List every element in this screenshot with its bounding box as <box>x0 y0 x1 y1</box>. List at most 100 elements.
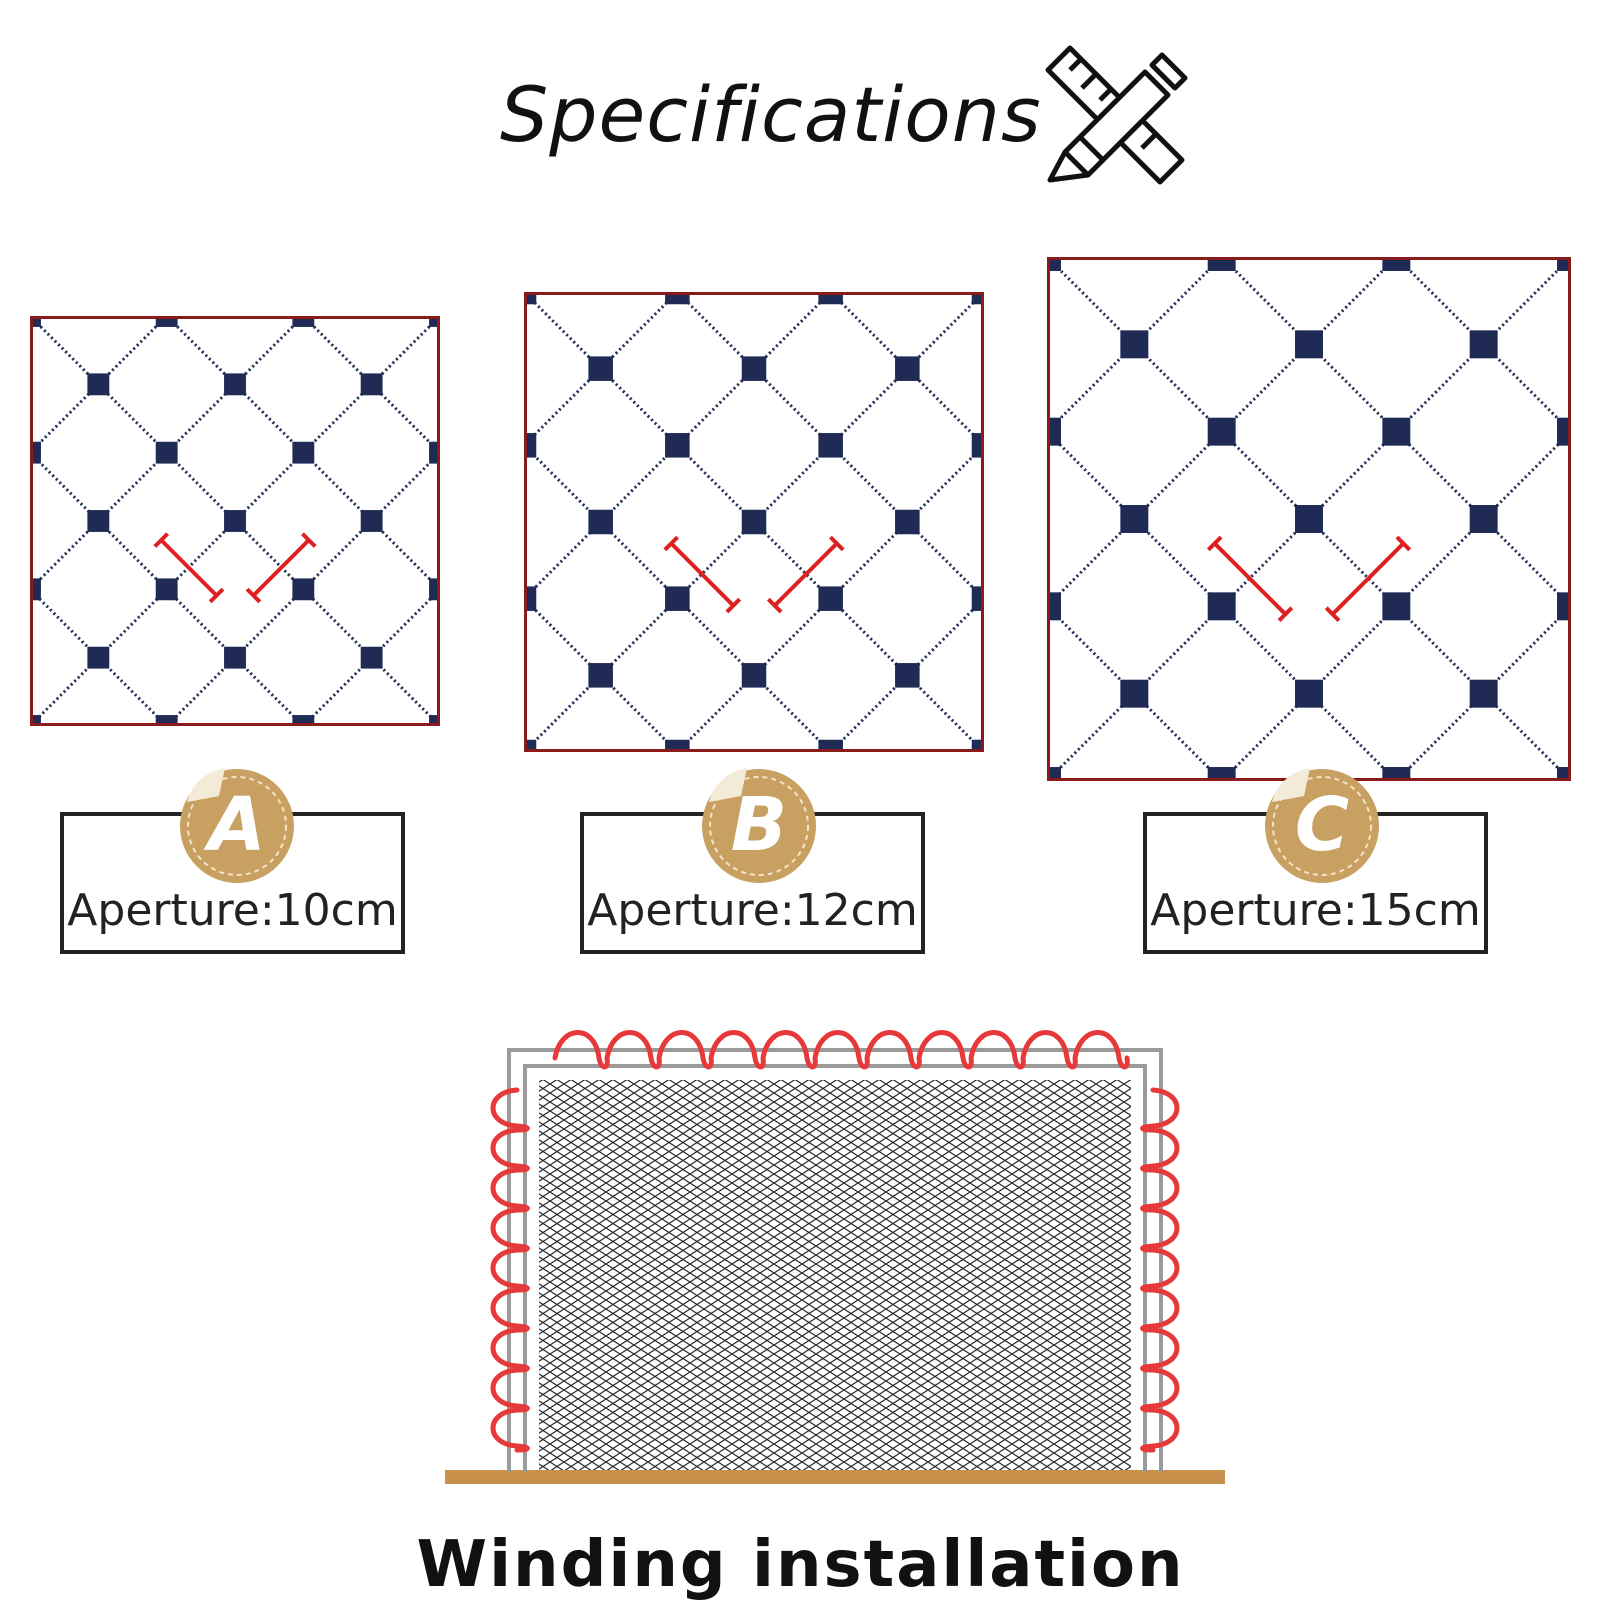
net-b-measure-bar <box>669 542 735 607</box>
net-b-strand <box>524 292 832 601</box>
net-panel-c <box>1047 257 1571 781</box>
net-b-knot <box>588 356 613 381</box>
net-b-knot <box>524 739 537 752</box>
net-c-knot <box>1207 767 1236 781</box>
net-b-measure-tick <box>766 597 783 614</box>
net-c-measure-tick <box>1277 606 1294 622</box>
net-c-measure-bar <box>1213 542 1287 616</box>
net-b-knot <box>971 292 984 305</box>
net-a-strand <box>165 316 440 592</box>
net-b-measure-tick <box>829 535 845 552</box>
net-a-knot <box>87 373 110 396</box>
net-b-knot <box>971 433 984 458</box>
net-c-knot <box>1207 592 1236 621</box>
net-b-knot <box>895 356 920 381</box>
page-title: Specifications <box>500 70 1042 159</box>
net-a-knot <box>224 510 246 532</box>
net-a-strand <box>30 450 305 726</box>
net-a-knot <box>360 510 383 532</box>
net-b-knot <box>895 509 920 535</box>
net-b-strand <box>676 443 984 752</box>
net-b-measure-tick <box>725 597 742 614</box>
net-c-strand <box>1220 429 1571 781</box>
net-a-strand <box>165 450 440 726</box>
net-a-knot <box>87 646 110 669</box>
net-c-knot <box>1120 330 1149 359</box>
net-c-strand <box>1047 429 1398 781</box>
net-a-knot <box>155 578 178 601</box>
net-c-knot <box>1382 592 1411 621</box>
net-c-knot <box>1120 505 1149 533</box>
net-c-knot <box>1207 257 1236 271</box>
net-c-measure-bar <box>1331 542 1405 616</box>
net-panel-a <box>30 316 440 726</box>
net-c-knot <box>1382 417 1411 446</box>
mesh-net <box>539 1080 1131 1470</box>
net-a-measure-tick <box>245 587 262 604</box>
net-a-knot <box>360 373 383 396</box>
net-b-knot <box>818 292 843 305</box>
badge-a: A <box>180 768 294 883</box>
net-c-knot <box>1047 592 1061 621</box>
net-c-measure-tick <box>1324 606 1341 622</box>
net-b-knot <box>665 292 690 305</box>
net-c-knot <box>1469 330 1498 359</box>
net-c-knot <box>1295 330 1323 359</box>
inner-frame <box>523 1064 1147 1472</box>
net-c-knot <box>1047 257 1061 271</box>
net-panel-b <box>524 292 984 752</box>
net-c-knot <box>1120 679 1149 708</box>
net-c-knot <box>1557 767 1571 781</box>
winding-wire-right <box>1140 1087 1180 1453</box>
net-b-knot <box>665 739 690 752</box>
net-a-knot <box>429 578 440 601</box>
net-b-frame <box>524 292 984 752</box>
net-a-knot <box>155 316 178 327</box>
net-a-knot <box>292 441 315 464</box>
net-b-knot <box>895 663 920 688</box>
net-b-knot <box>971 586 984 611</box>
outer-frame <box>507 1048 1163 1472</box>
net-a-measure-bar <box>159 538 218 597</box>
net-b-knot <box>741 356 767 381</box>
winding-wire-top <box>552 1030 1130 1070</box>
net-a-knot <box>30 316 41 327</box>
net-c-knot <box>1382 767 1411 781</box>
ground-base <box>445 1470 1225 1484</box>
net-a-knot <box>30 441 41 464</box>
net-b-measure-tick <box>663 535 679 552</box>
net-c-knot <box>1469 505 1498 533</box>
net-b-knot <box>665 586 690 611</box>
net-a-knot <box>292 715 315 726</box>
net-b-knot <box>524 292 537 305</box>
net-a-knot <box>155 441 178 464</box>
net-a-measure-tick <box>301 532 317 548</box>
variant-b-aperture: Aperture:12cm <box>587 885 918 936</box>
badge-b-letter: B <box>731 782 787 868</box>
variant-a-aperture: Aperture:10cm <box>67 885 398 936</box>
net-b-knot <box>818 433 843 458</box>
installation-caption: Winding installation <box>416 1528 1185 1602</box>
net-a-knot <box>360 646 383 669</box>
badge-b: B <box>702 768 816 883</box>
net-a-knot <box>429 715 440 726</box>
net-c-knot <box>1557 417 1571 446</box>
net-b-knot <box>818 739 843 752</box>
net-b-knot <box>524 586 537 611</box>
net-a-knot <box>30 715 41 726</box>
net-a-knot <box>292 578 315 601</box>
net-a-measure-tick <box>208 587 225 604</box>
net-b-knot <box>741 663 767 688</box>
badge-c: C <box>1265 768 1379 883</box>
net-c-strand <box>1220 257 1571 609</box>
variant-a-label-box: Aperture:10cm <box>60 812 405 954</box>
winding-wire-left <box>490 1087 530 1453</box>
net-b-knot <box>588 663 613 688</box>
net-c-knot <box>1295 679 1323 708</box>
net-b-knot <box>588 509 613 535</box>
net-a-strand <box>30 316 305 592</box>
net-b-strand <box>524 443 832 752</box>
net-c-knot <box>1557 592 1571 621</box>
net-a-knot <box>30 578 41 601</box>
net-c-knot <box>1382 257 1411 271</box>
